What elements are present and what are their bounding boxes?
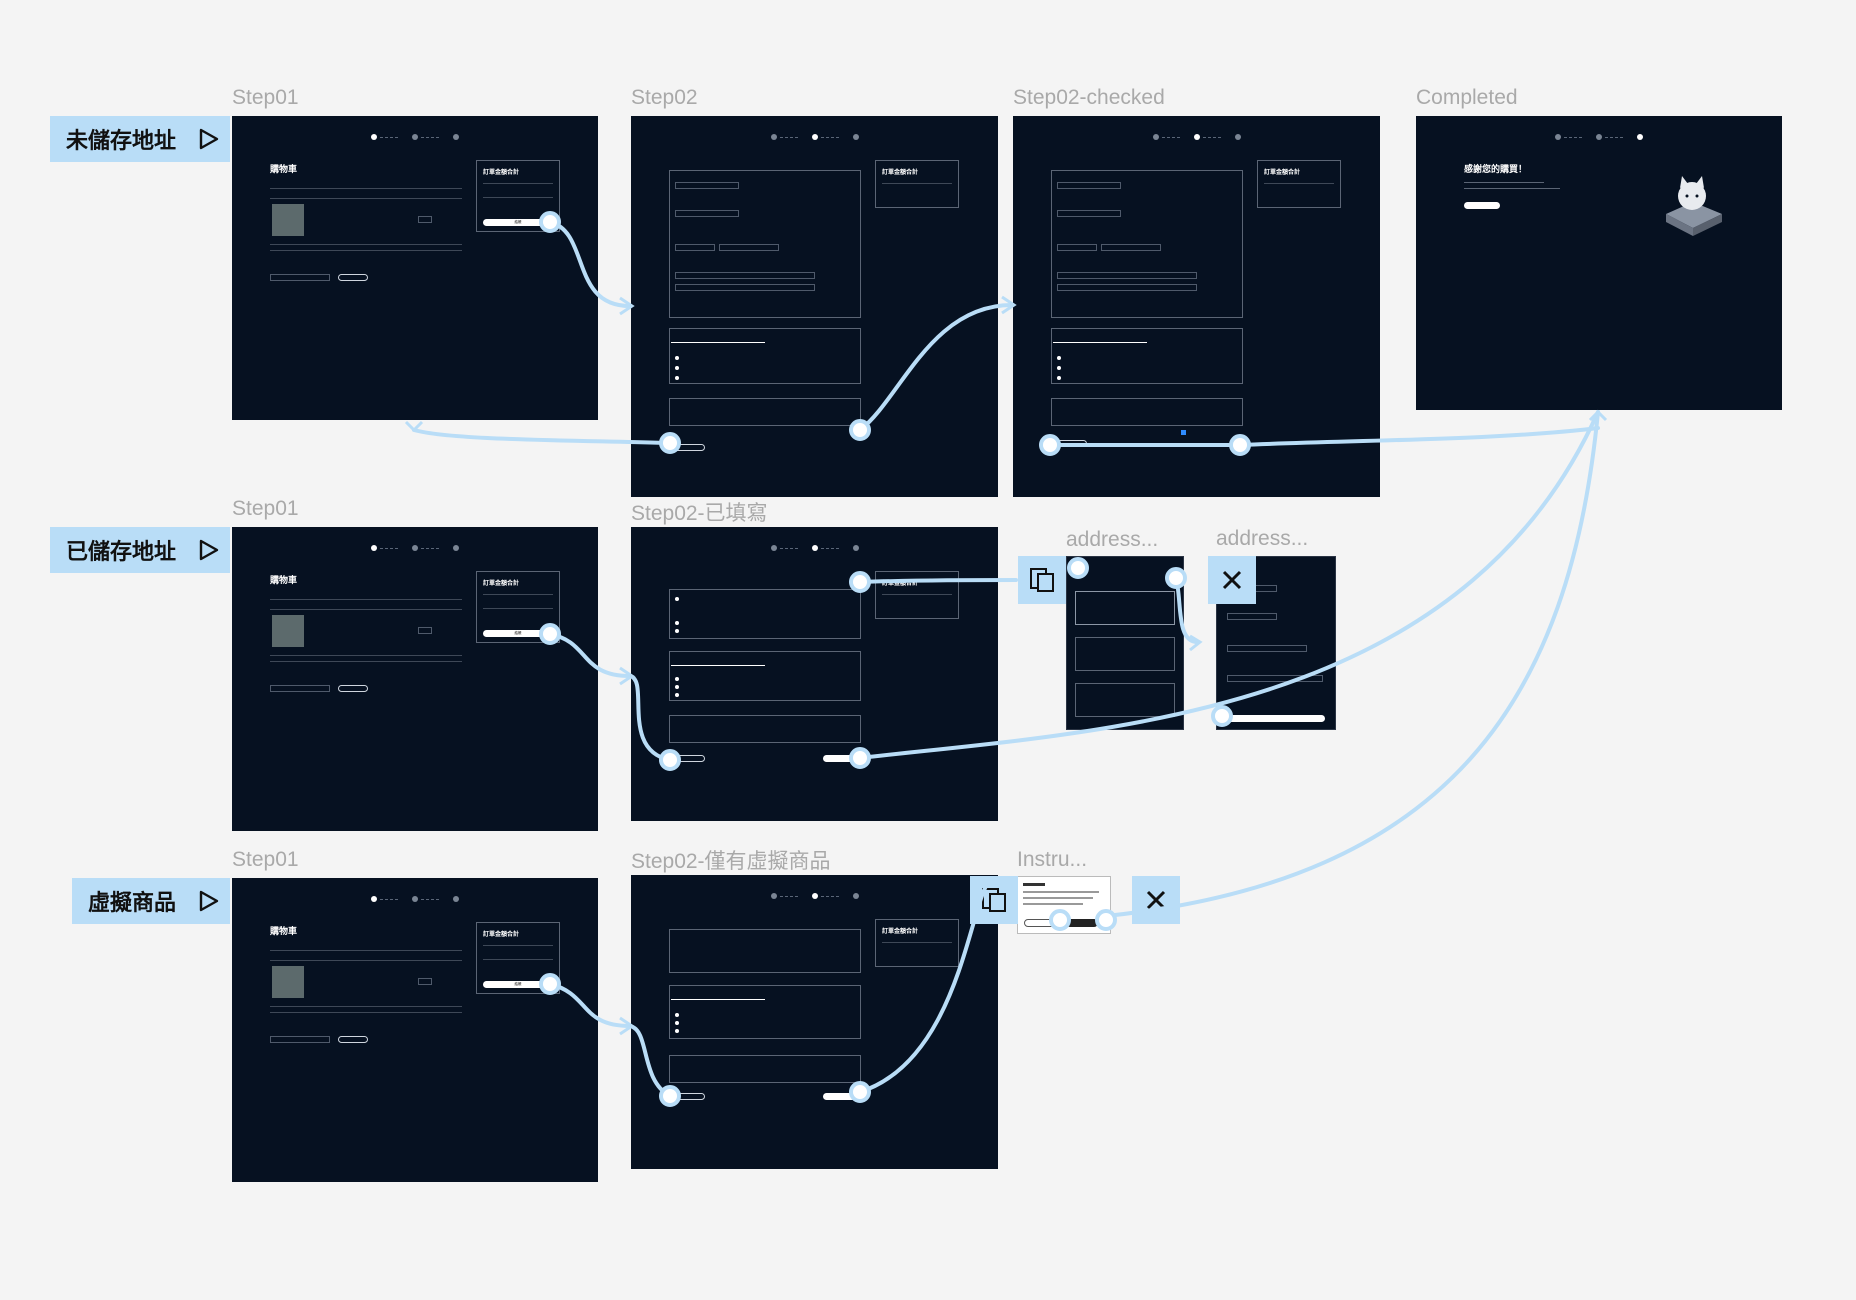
cart-title: 購物車 [270, 927, 298, 937]
flow-label-text: 虛擬商品 [88, 891, 177, 916]
order-summary-panel: 訂單金額合計 結帳 [476, 922, 560, 994]
order-summary-panel: 訂單金額合計 結帳 [476, 160, 560, 232]
frame-r1-step02-form[interactable]: 訂單金額合計 [631, 116, 998, 497]
order-summary-panel: 訂單金額合計 [875, 160, 959, 208]
order-total-title: 訂單金額合計 [483, 931, 520, 938]
frame-r2-step01-cart[interactable]: 購物車 訂單金額合計 結帳 [232, 527, 598, 831]
frame-title[interactable]: Step02 [631, 86, 698, 109]
address-select-overlay[interactable] [1066, 556, 1184, 730]
product-thumbnail [272, 966, 304, 998]
order-total-title: 訂單金額合計 [483, 169, 520, 176]
checkout-button[interactable]: 結帳 [483, 981, 553, 988]
order-total-title: 訂單金額合計 [1264, 169, 1301, 176]
flow-label-text: 已儲存地址 [66, 540, 177, 565]
order-summary-panel: 訂單金額合計 結帳 [476, 571, 560, 643]
frame-title[interactable]: address... [1216, 527, 1309, 550]
order-summary-panel: 訂單金額合計 [1257, 160, 1341, 208]
frame-r3-step01-cart[interactable]: 購物車 訂單金額合計 結帳 [232, 878, 598, 1182]
frame-r1-step01-cart[interactable]: 購物車 訂單金額合計 結帳 [232, 116, 598, 420]
close-icon[interactable] [1132, 876, 1180, 924]
continue-shopping-button[interactable] [1464, 202, 1500, 209]
frame-title[interactable]: Step01 [232, 497, 299, 520]
frame-r1-step02-checked[interactable]: 訂單金額合計 [1013, 116, 1380, 497]
instructions-popup[interactable] [1017, 876, 1111, 934]
play-outline-icon [199, 539, 219, 561]
progress-steps [1013, 134, 1380, 140]
product-thumbnail [272, 204, 304, 236]
frame-title[interactable]: Instru... [1017, 848, 1088, 871]
frame-r1-completed[interactable]: 感謝您的購買！ [1416, 116, 1782, 410]
progress-steps [631, 545, 998, 551]
progress-steps [631, 893, 998, 899]
frame-r2-step02-filled[interactable]: 訂單金額合計 [631, 527, 998, 821]
order-summary-panel: 訂單金額合計 [875, 571, 959, 619]
flow-start-virtual-goods[interactable]: 虛擬商品 [72, 878, 230, 924]
frame-title[interactable]: Step01 [232, 86, 299, 109]
flow-start-unsaved-address[interactable]: 未儲存地址 [50, 116, 230, 162]
order-total-title: 訂單金額合計 [882, 580, 919, 587]
progress-steps [1416, 134, 1782, 140]
checkout-button[interactable]: 結帳 [483, 219, 553, 226]
progress-steps [232, 134, 598, 140]
order-total-title: 訂單金額合計 [483, 580, 520, 587]
order-total-title: 訂單金額合計 [882, 928, 919, 935]
progress-steps [232, 896, 598, 902]
flow-label-text: 未儲存地址 [66, 129, 177, 154]
product-thumbnail [272, 615, 304, 647]
frame-title[interactable]: Step02-checked [1013, 86, 1165, 109]
flow-start-saved-address[interactable]: 已儲存地址 [50, 527, 230, 573]
progress-steps [232, 545, 598, 551]
order-total-title: 訂單金額合計 [882, 169, 919, 176]
frame-title[interactable]: Step02-僅有虛擬商品 [631, 850, 831, 873]
cart-title: 購物車 [270, 576, 298, 586]
progress-steps [631, 134, 998, 140]
close-icon[interactable] [1208, 556, 1256, 604]
order-summary-panel: 訂單金額合計 [875, 919, 959, 967]
cat-in-box-illustration [1666, 176, 1722, 236]
frame-title[interactable]: Completed [1416, 86, 1518, 109]
thanks-title: 感謝您的購買！ [1464, 165, 1528, 175]
save-address-button[interactable] [1227, 715, 1325, 722]
frame-r3-step02-virtual[interactable]: 訂單金額合計 [631, 875, 998, 1169]
frame-title[interactable]: address... [1066, 528, 1159, 551]
play-outline-icon [199, 128, 219, 150]
frame-title[interactable]: Step02-已填寫 [631, 502, 768, 525]
overlay-icon[interactable] [970, 876, 1018, 924]
play-outline-icon [199, 890, 219, 912]
frame-title[interactable]: Step01 [232, 848, 299, 871]
checkout-button[interactable]: 結帳 [483, 630, 553, 637]
cart-title: 購物車 [270, 165, 298, 175]
overlay-icon[interactable] [1018, 556, 1066, 604]
